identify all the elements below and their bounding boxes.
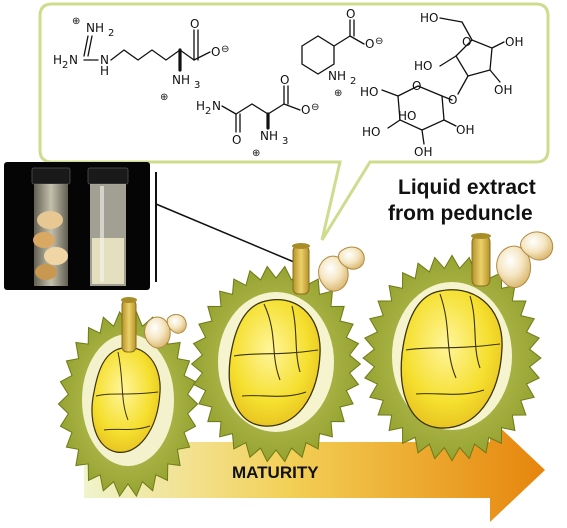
chem-label-ho: HO bbox=[360, 85, 378, 99]
chem-label-nh3: NH bbox=[260, 129, 278, 143]
chem-subscript: 2 bbox=[108, 28, 114, 39]
chem-label-oh: OH bbox=[494, 83, 512, 97]
chem-charge-plus: ⊕ bbox=[252, 148, 260, 159]
chem-label-o: O bbox=[346, 7, 355, 21]
pipecolic-acid-structure: O O ⊖ NH 2 ⊕ bbox=[301, 7, 383, 99]
extract-caption: Liquid extract from peduncle bbox=[388, 176, 536, 225]
durian-middle bbox=[190, 243, 362, 463]
chem-label-ho: HO bbox=[398, 109, 416, 123]
chem-subscript: 2 bbox=[205, 106, 211, 117]
caption-line-1: Liquid extract bbox=[398, 176, 536, 199]
chem-label-o: O bbox=[211, 45, 220, 59]
chem-charge-minus: ⊖ bbox=[375, 36, 383, 47]
chem-label-o: O bbox=[301, 103, 310, 117]
chem-label-n: N bbox=[212, 99, 221, 113]
extract-drops bbox=[144, 231, 554, 349]
vials-photo bbox=[4, 162, 150, 290]
chem-label-ho: HO bbox=[414, 59, 432, 73]
chem-label-n: N bbox=[69, 53, 78, 67]
chem-label-o: O bbox=[448, 93, 457, 107]
callout-bubble bbox=[38, 2, 550, 241]
chem-subscript: 3 bbox=[282, 136, 288, 147]
chem-label-o: O bbox=[365, 37, 374, 51]
chem-charge-plus: ⊕ bbox=[334, 88, 342, 99]
chem-label-oh: OH bbox=[456, 123, 474, 137]
chem-subscript: 2 bbox=[62, 60, 68, 71]
chem-label-nh2: NH bbox=[328, 69, 346, 83]
chem-label-ho: HO bbox=[420, 11, 438, 25]
caption-line-2: from peduncle bbox=[388, 202, 533, 225]
sucrose-structure: HO OH OH O HO O O HO HO OH OH HO bbox=[360, 11, 523, 159]
chem-label-h: H bbox=[53, 53, 62, 67]
chem-charge-plus: ⊕ bbox=[160, 92, 168, 103]
chem-label-o: O bbox=[280, 73, 289, 87]
chem-label-nh3: NH bbox=[172, 73, 190, 87]
asparagine-structure: H 2 N O O O ⊖ NH 3 ⊕ bbox=[196, 73, 319, 159]
arginine-structure: ⊕ NH 2 H 2 N N H O O ⊖ NH 3 ⊕ bbox=[53, 16, 229, 103]
chem-label-h: H bbox=[196, 99, 205, 113]
chem-label-o: O bbox=[190, 17, 199, 31]
chem-charge-minus: ⊖ bbox=[311, 102, 319, 113]
chem-label-ho: HO bbox=[362, 125, 380, 139]
chem-label-o: O bbox=[232, 133, 241, 147]
chem-subscript: 2 bbox=[350, 76, 356, 87]
chem-label-nh2: NH bbox=[86, 21, 104, 35]
chem-charge-plus: ⊕ bbox=[72, 16, 80, 27]
chem-label-o: O bbox=[462, 35, 471, 49]
maturity-label: MATURITY bbox=[232, 463, 319, 482]
chem-label-oh: OH bbox=[505, 35, 523, 49]
chem-subscript: 3 bbox=[194, 80, 200, 91]
chem-label-o: O bbox=[412, 79, 421, 93]
vial-bracket bbox=[155, 172, 295, 282]
chem-label-oh: OH bbox=[414, 145, 432, 159]
chem-label-h: H bbox=[100, 64, 109, 78]
durian-mature bbox=[362, 233, 542, 462]
chem-charge-minus: ⊖ bbox=[221, 44, 229, 55]
durian-young bbox=[57, 297, 199, 498]
chem-label-n: N bbox=[100, 53, 109, 67]
